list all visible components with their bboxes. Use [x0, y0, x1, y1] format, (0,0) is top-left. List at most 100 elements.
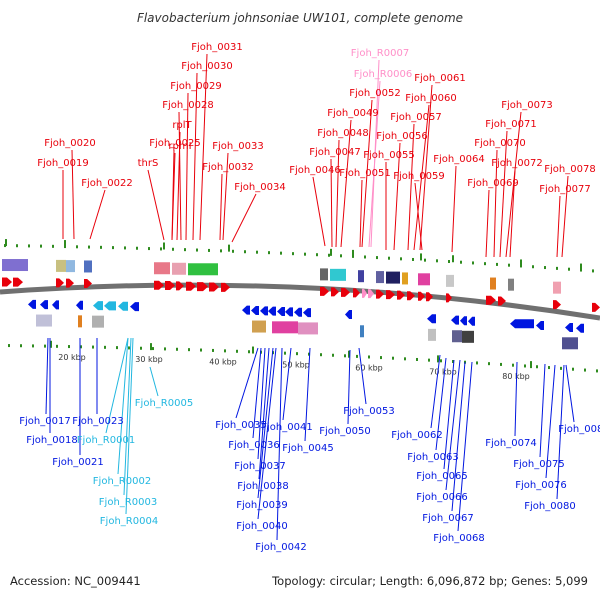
tick-mark: [380, 356, 382, 360]
tick-mark: [356, 354, 358, 358]
gene-color-box: [298, 322, 318, 335]
major-tick-mark: [150, 343, 152, 351]
gene-label: thrS: [138, 158, 159, 169]
gene-label: Fjoh_0051: [339, 168, 390, 179]
reverse-gene-arrow: [130, 302, 139, 312]
reverse-gene-arrow: [118, 301, 128, 311]
gene-label: rpmI: [168, 141, 191, 152]
tick-mark: [128, 346, 130, 350]
label-leader-line: [149, 366, 159, 397]
tick-mark: [416, 357, 418, 361]
gene-label: Fjoh_0064: [433, 154, 484, 165]
gene-label: Fjoh_0072: [491, 158, 542, 169]
scale-mark-label: 40 kbp: [209, 357, 237, 366]
tick-mark: [136, 246, 138, 250]
gene-label: Fjoh_0045: [282, 443, 333, 454]
forward-gene-arrow: [209, 282, 219, 292]
reverse-gene-arrow: [303, 308, 311, 318]
reverse-gene-arrow: [76, 300, 83, 310]
tick-mark: [220, 249, 222, 253]
forward-gene-arrow: [486, 295, 496, 305]
reverse-gene-arrow: [251, 305, 259, 315]
reverse-gene-arrow: [28, 299, 36, 309]
gene-label: Fjoh_0080: [524, 501, 575, 512]
tick-mark: [224, 349, 226, 353]
label-leader-line: [235, 347, 259, 419]
gene-color-box: [272, 321, 298, 334]
gene-label: Fjoh_0035: [215, 420, 266, 431]
forward-gene-arrow: [13, 277, 23, 287]
tick-mark: [412, 257, 414, 261]
gene-label: Fjoh_0036: [228, 440, 279, 451]
label-leader-line: [556, 195, 561, 258]
label-leader-line: [282, 347, 292, 421]
gene-label: Fjoh_0071: [485, 119, 536, 130]
gene-label: Fjoh_0081: [558, 424, 600, 435]
gene-label: Fjoh_0067: [422, 513, 473, 524]
gene-label: Fjoh_0034: [234, 182, 285, 193]
gene-label: Fjoh_0029: [170, 81, 221, 92]
reverse-gene-arrow: [277, 307, 285, 317]
tick-mark: [232, 249, 234, 253]
gene-label: Fjoh_0069: [467, 178, 518, 189]
major-tick-mark: [163, 242, 165, 250]
tick-mark: [560, 366, 562, 370]
tick-mark: [248, 350, 250, 354]
label-leader-line: [199, 53, 208, 241]
tick-mark: [536, 365, 538, 369]
gene-label: Fjoh_0031: [191, 42, 242, 53]
forward-gene-arrow: [426, 292, 433, 302]
tick-mark: [524, 364, 526, 368]
gene-label: Fjoh_0041: [261, 422, 312, 433]
major-tick-mark: [50, 340, 52, 348]
forward-gene-arrow: [376, 289, 384, 299]
reverse-gene-arrow: [536, 321, 544, 331]
tick-mark: [340, 254, 342, 258]
label-leader-line: [419, 84, 433, 251]
label-leader-line: [252, 347, 262, 439]
tick-mark: [308, 352, 310, 356]
gene-label: Fjoh_0066: [416, 492, 467, 503]
label-leader-line: [430, 354, 441, 429]
tick-mark: [344, 354, 346, 358]
label-leader-line: [368, 80, 381, 248]
tick-mark: [32, 344, 34, 348]
tick-mark: [268, 251, 270, 255]
label-leader-line: [45, 337, 49, 415]
label-leader-line: [117, 337, 129, 475]
gene-label: Fjoh_0028: [162, 100, 213, 111]
gene-color-box: [462, 330, 474, 343]
tick-mark: [436, 259, 438, 263]
gene-label: Fjoh_0047: [309, 147, 360, 158]
reverse-gene-arrow: [510, 319, 534, 329]
gene-label: Fjoh_0078: [544, 164, 595, 175]
tick-mark: [212, 348, 214, 352]
forward-gene-arrow: [221, 282, 230, 292]
gene-label: Fjoh_R0005: [135, 398, 193, 409]
tick-mark: [596, 369, 598, 373]
label-leader-line: [257, 347, 266, 460]
tick-mark: [68, 345, 70, 349]
genome-summary-text: Topology: circular; Length: 6,096,872 bp…: [272, 574, 588, 588]
forward-gene-arrow: [368, 289, 374, 299]
reverse-gene-arrow: [40, 300, 48, 310]
label-leader-line: [258, 347, 270, 480]
tick-mark: [376, 256, 378, 260]
scale-mark-label: 30 kbp: [135, 355, 163, 364]
gene-label: Fjoh_0074: [485, 438, 536, 449]
label-leader-line: [340, 119, 352, 248]
tick-mark: [200, 348, 202, 352]
forward-gene-arrow: [56, 278, 64, 288]
tick-mark: [124, 246, 126, 250]
scale-mark-label: 60 kbp: [355, 364, 383, 373]
tick-mark: [488, 362, 490, 366]
label-leader-line: [222, 152, 229, 241]
gene-label: Fjoh_0076: [515, 480, 566, 491]
tick-mark: [500, 362, 502, 366]
label-leader-line: [413, 104, 430, 251]
major-tick-mark: [352, 249, 354, 257]
reverse-gene-arrow: [468, 316, 475, 326]
major-tick-mark: [580, 263, 582, 271]
gene-color-box: [553, 281, 561, 294]
label-leader-line: [539, 363, 546, 458]
